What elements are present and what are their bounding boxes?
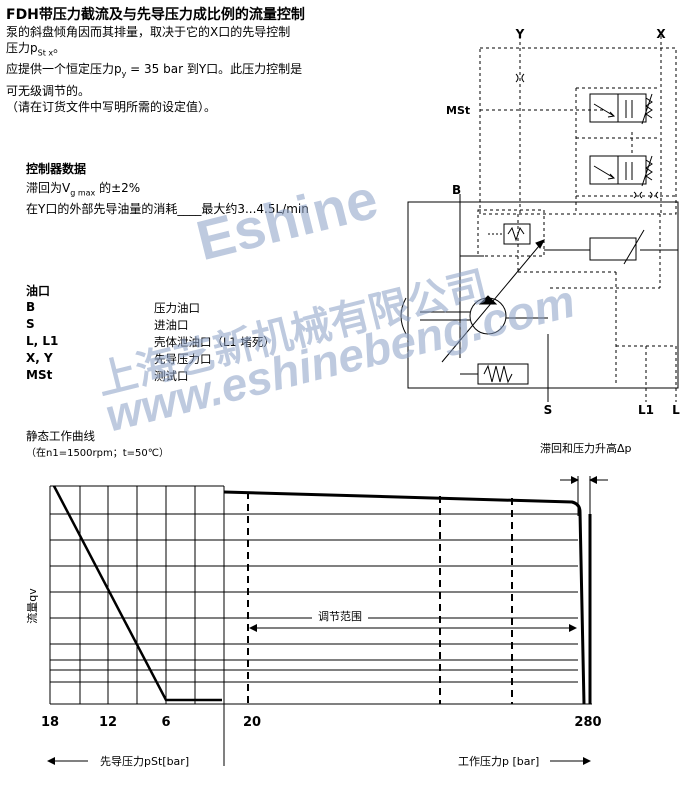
hysteresis-caption: 滞回和压力升高Δp <box>540 442 632 455</box>
pump-block-outline <box>407 201 679 389</box>
port-label-mst: MSt <box>446 104 470 117</box>
port-row: L, L1 壳体泄油口（L1 堵死） <box>26 334 275 349</box>
port-label-y: Y <box>515 28 525 41</box>
port-label-l: L <box>672 403 680 417</box>
consumption-line: 在Y口的外部先导油量的消耗____最大约3...4.5L/min <box>26 202 309 217</box>
control-box-outline <box>479 47 677 215</box>
intro-line-4: 可无级调节的。 <box>6 83 91 98</box>
pilot-pressure-curve <box>52 485 222 702</box>
valve-upper-left-cell <box>589 93 619 123</box>
ports-table: B 压力油口 S 进油口 L, L1 壳体泄油口（L1 堵死） X, Y 先导压… <box>26 300 346 385</box>
static-curve: 调节范围 流量qv 18 12 6 20 280 先导压力pSt[bar] 工作… <box>25 476 608 768</box>
port-label-b: B <box>452 183 461 197</box>
port-row: B 压力油口 <box>26 300 200 315</box>
port-label-l1: L1 <box>638 403 654 417</box>
tick-280: 280 <box>574 715 601 730</box>
curve-heading: 静态工作曲线 <box>26 429 95 443</box>
valve-lower-right-cell <box>617 155 647 185</box>
adjustment-range-label: 调节范围 <box>318 609 362 623</box>
ports-heading: 油口 <box>26 284 51 298</box>
page-title: FDH带压力截流及与先导压力成比例的流量控制 <box>6 7 305 23</box>
port-label-s: S <box>544 403 553 417</box>
stroking-cylinder <box>589 237 637 261</box>
work-pressure-axis-label: 工作压力p [bar] <box>458 755 539 768</box>
flow-envelope-curve <box>223 490 586 705</box>
hysteresis-line: 滞回为Vg max 的±2% <box>26 181 141 198</box>
pressure-cutoff-valve <box>503 223 531 245</box>
intro-line-2: 压力pSt x。 <box>6 41 66 58</box>
pilot-pressure-axis-label: 先导压力pSt[bar] <box>100 755 189 768</box>
curve-conditions: （在n1=1500rpm；t=50℃） <box>26 448 169 459</box>
y-axis-label: 流量qv <box>25 588 39 624</box>
port-row: MSt 测试口 <box>26 368 189 383</box>
valve-upper-right-cell <box>617 93 647 123</box>
tick-12: 12 <box>99 715 117 730</box>
controller-heading: 控制器数据 <box>26 162 87 176</box>
valve-lower-left-cell <box>589 155 619 185</box>
hydraulic-schematic: Y X MSt B S L1 L <box>400 28 680 417</box>
intro-line-1: 泵的斜盘倾角因而其排量，取决于它的X口的先导控制 <box>6 25 291 39</box>
intro-line-3: 应提供一个恒定压力py = 35 bar 到Y口。此压力控制是 <box>6 62 303 79</box>
controller-data: 滞回为Vg max 的±2% 在Y口的外部先导油量的消耗____最大约3...4… <box>26 180 309 217</box>
reset-spring-housing <box>477 363 529 385</box>
tick-6: 6 <box>161 715 170 730</box>
adjust-box <box>477 209 545 257</box>
intro-line-5: （请在订货文件中写明所需的设定值）。 <box>6 99 217 114</box>
port-row: X, Y 先导压力口 <box>26 351 212 366</box>
intro-text: 泵的斜盘倾角因而其排量，取决于它的X口的先导控制 压力pSt x。 应提供一个恒… <box>6 24 302 115</box>
tick-20: 20 <box>243 715 261 730</box>
tick-18: 18 <box>41 715 59 730</box>
port-label-x: X <box>656 28 666 41</box>
port-row: S 进油口 <box>26 317 189 332</box>
